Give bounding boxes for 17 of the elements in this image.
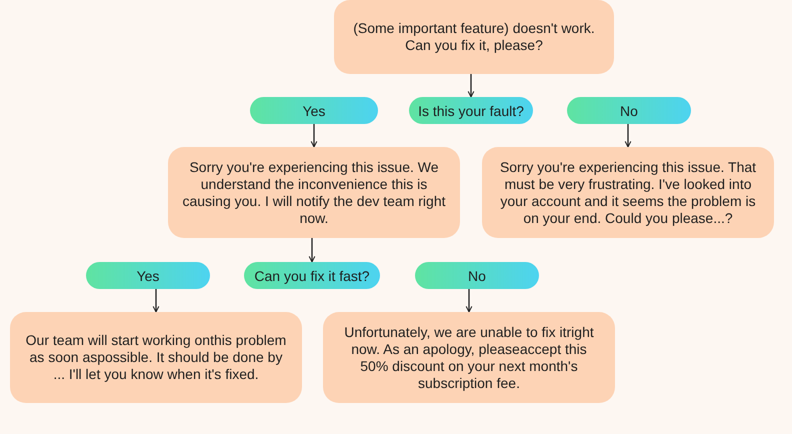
message-box: Unfortunately, we are unable to fix itright now. As an apology, pleaseaccept this 50% discount on your next month's subscription fee. xyxy=(323,312,615,403)
arrow xyxy=(308,238,316,262)
message-box: Sorry you're experiencing this issue. We understand the inconvenience this is causing you. I will notify the dev team right now. xyxy=(168,147,460,238)
decision-pill: Can you fix it fast? xyxy=(244,262,380,289)
arrow xyxy=(468,74,474,98)
arrow xyxy=(466,289,472,312)
arrow xyxy=(152,289,160,312)
decision-pill: No xyxy=(415,262,539,289)
decision-pill: No xyxy=(567,97,691,124)
arrow xyxy=(310,124,318,148)
decision-pill: Is this your fault? xyxy=(409,97,533,124)
message-box: Our team will start working onthis problem as soon aspossible. It should be done by ... I'll let you know when it's fixed. xyxy=(10,312,302,403)
arrow xyxy=(624,124,632,148)
message-box: Sorry you're experiencing this issue. That must be very frustrating. I've looked into your account and it seems the problem is on your end. Could you please...? xyxy=(482,147,774,238)
decision-pill: Yes xyxy=(86,262,210,289)
decision-pill: Yes xyxy=(250,97,378,124)
message-box: (Some important feature) doesn't work. Can you fix it, please? xyxy=(334,0,614,74)
